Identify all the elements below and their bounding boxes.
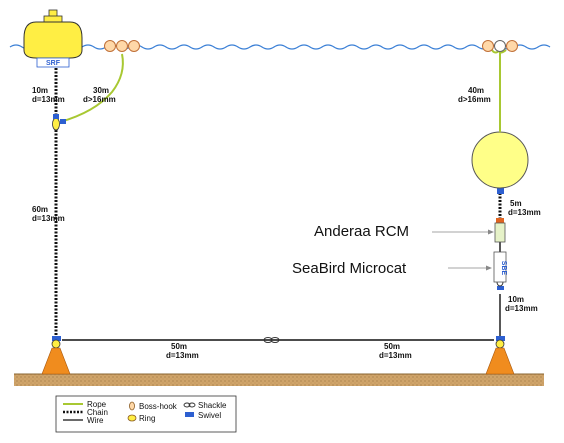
ground-left-diameter: d=13mm <box>166 351 199 360</box>
rope-right-length: 40m <box>468 86 484 95</box>
subsurface-float <box>471 131 529 189</box>
rope-right-diameter: d>16mm <box>458 95 491 104</box>
microcat-instrument: SBE <box>493 251 507 283</box>
right-anchor <box>485 336 515 375</box>
microcat-label: SeaBird Microcat <box>292 260 407 277</box>
legend-chain: Chain <box>63 408 108 417</box>
legend-shackle: Shackle <box>183 401 227 410</box>
microcat-tag: SBE <box>500 261 507 276</box>
wire-short-diameter: d=13mm <box>508 208 541 217</box>
right-surface-floats <box>482 40 518 52</box>
surface-buoy: SRF <box>23 9 83 68</box>
shackle-icon <box>183 402 196 408</box>
ground-left-length: 50m <box>171 342 187 351</box>
svg-text:Shackle: Shackle <box>198 401 227 410</box>
svg-text:Ring: Ring <box>139 414 155 423</box>
sea-surface <box>9 44 551 50</box>
svg-text:Rope: Rope <box>87 400 107 409</box>
chain-mid-diameter: d=13mm <box>32 214 65 223</box>
left-surface-floats <box>104 40 140 52</box>
svg-text:Wire: Wire <box>87 416 104 425</box>
svg-text:Swivel: Swivel <box>198 411 221 420</box>
boss-hook-icon <box>129 401 135 411</box>
chain-right-length: 10m <box>508 295 524 304</box>
legend-swivel: Swivel <box>185 411 221 420</box>
left-anchor <box>41 336 71 375</box>
right-rope <box>491 49 507 132</box>
legend-boss-hook: Boss-hook <box>129 401 178 411</box>
left-junction <box>52 114 66 131</box>
wire-short-length: 5m <box>510 199 522 208</box>
rcm-instrument <box>494 218 506 243</box>
chain-top-diameter: d=13mm <box>32 95 65 104</box>
legend-wire: Wire <box>63 416 104 425</box>
legend-ring: Ring <box>127 414 155 423</box>
rcm-pointer <box>432 229 494 235</box>
seabed <box>14 374 544 386</box>
ring-icon <box>127 414 137 422</box>
microcat-pointer <box>448 265 492 271</box>
ground-right-diameter: d=13mm <box>379 351 412 360</box>
swivel-icon <box>185 412 194 417</box>
left-rope <box>59 53 124 123</box>
buoy-tag: SRF <box>46 60 61 67</box>
chain-right-diameter: d=13mm <box>505 304 538 313</box>
legend: Rope Chain Wire Boss-hook Ring Shackle <box>55 395 237 433</box>
rope-left-length: 30m <box>93 86 109 95</box>
rcm-label: Anderaa RCM <box>314 223 409 240</box>
svg-text:Chain: Chain <box>87 408 108 417</box>
right-line <box>496 188 504 336</box>
ground-shackle <box>263 337 280 343</box>
rope-left-diameter: d>16mm <box>83 95 116 104</box>
ground-right-length: 50m <box>384 342 400 351</box>
legend-rope: Rope <box>63 400 107 409</box>
chain-top-length: 10m <box>32 86 48 95</box>
chain-mid-length: 60m <box>32 205 48 214</box>
svg-text:Boss-hook: Boss-hook <box>139 402 178 411</box>
